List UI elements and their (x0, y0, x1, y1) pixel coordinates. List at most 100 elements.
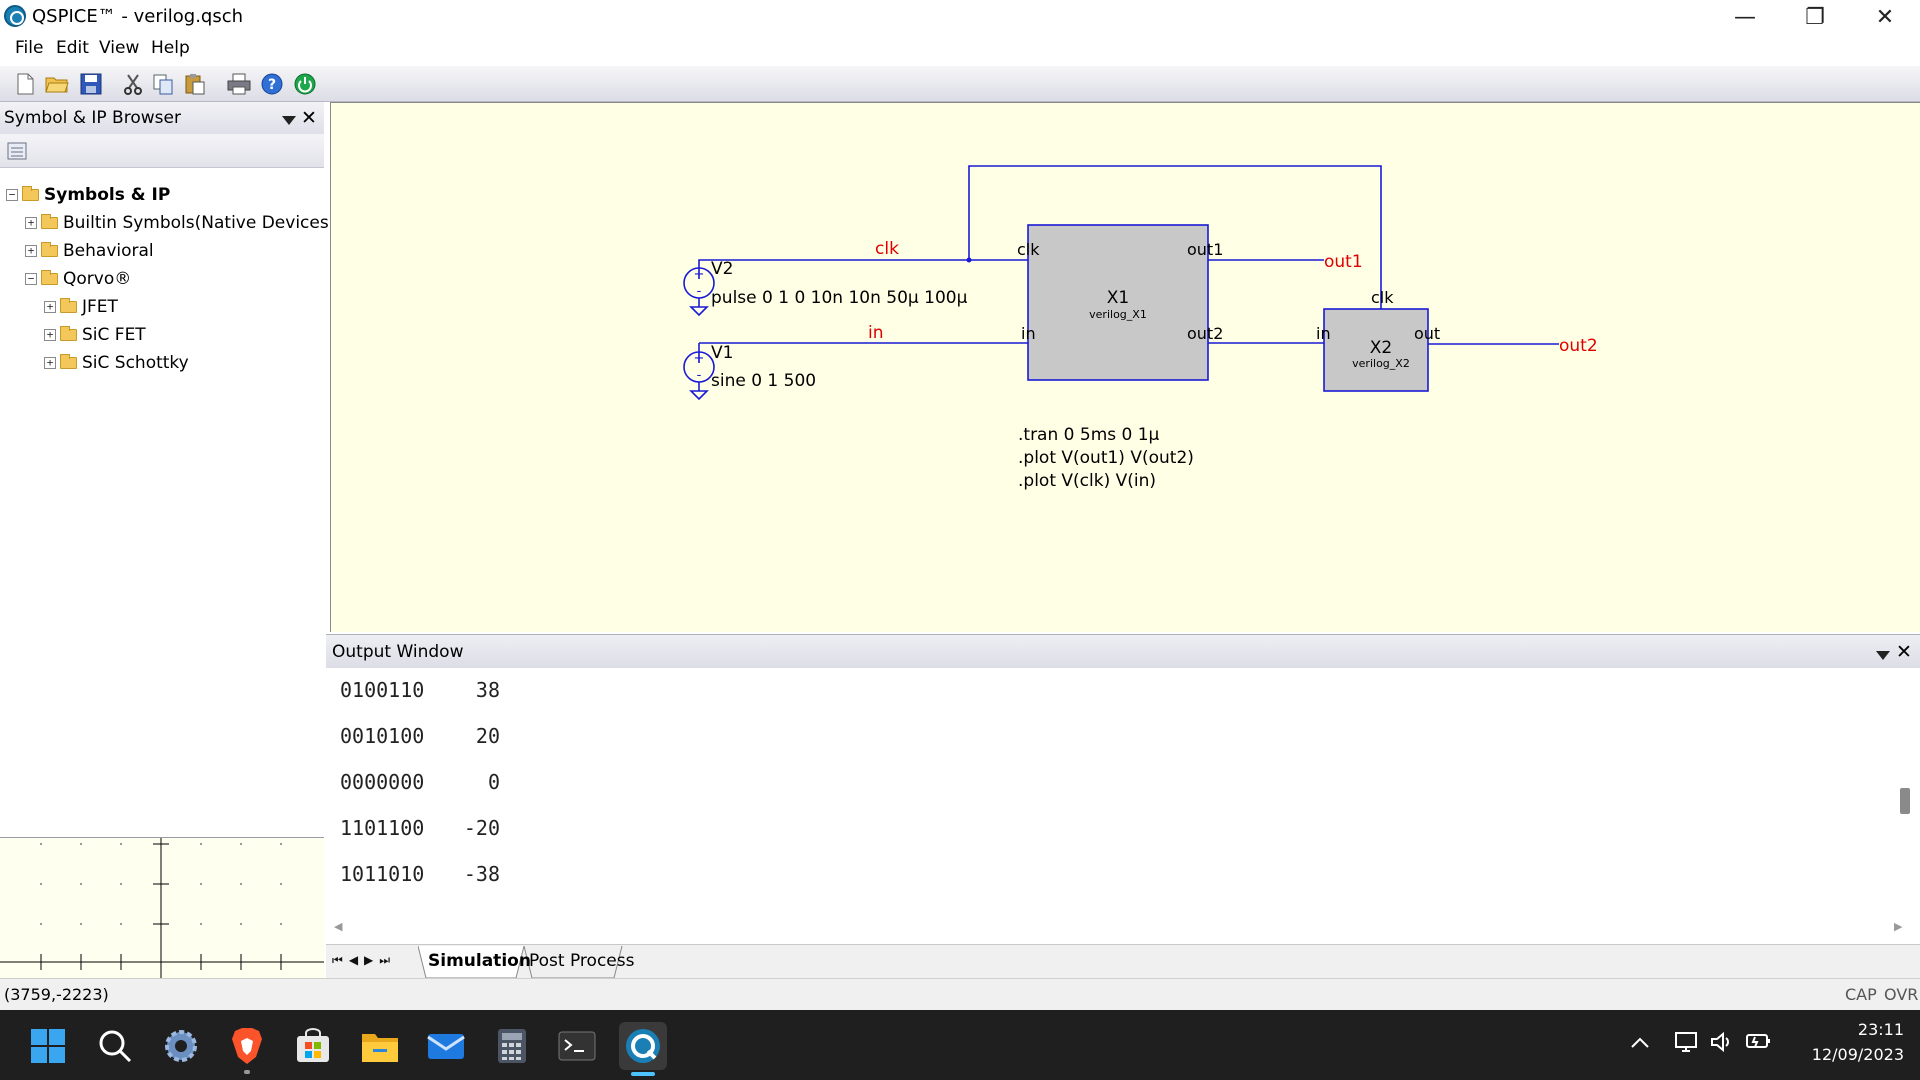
tree-item-qorvo[interactable]: − Qorvo® (25, 267, 131, 291)
next-tab-icon[interactable]: ▶ (364, 953, 380, 967)
last-tab-icon[interactable]: ⏭ (379, 953, 397, 967)
tree-item-label: Behavioral (63, 241, 154, 261)
tab-shapes (418, 945, 623, 979)
expand-icon[interactable]: + (44, 329, 56, 341)
folder-icon (41, 270, 58, 285)
brave-browser-icon[interactable] (223, 1022, 271, 1070)
run-icon[interactable] (292, 71, 318, 97)
v2-name-label[interactable]: V2 (711, 259, 733, 279)
browser-list-icon[interactable] (6, 140, 30, 167)
net-label-out1[interactable]: out1 (1324, 252, 1363, 272)
tree-item-behavioral[interactable]: + Behavioral (25, 239, 154, 263)
tree-item-builtin-symbols[interactable]: + Builtin Symbols(Native Devices) (25, 211, 335, 235)
x2-pin-clk: clk (1371, 288, 1394, 307)
save-icon[interactable] (78, 71, 104, 97)
tree-item-sic-schottky[interactable]: + SiC Schottky (44, 351, 189, 375)
clock-time[interactable]: 23:11 (1857, 1020, 1904, 1039)
net-label-clk[interactable]: clk (875, 239, 899, 259)
collapse-icon[interactable]: − (25, 273, 37, 285)
search-icon[interactable] (91, 1022, 139, 1070)
menu-help[interactable]: Help (151, 38, 190, 58)
voltage-source-v1-icon[interactable]: + - (683, 351, 715, 401)
settings-icon[interactable] (157, 1022, 205, 1070)
voltage-source-v2-icon[interactable]: + - (683, 267, 715, 317)
help-icon[interactable]: ? (259, 71, 285, 97)
expand-icon[interactable]: + (44, 357, 56, 369)
open-folder-icon[interactable] (44, 71, 70, 97)
output-vertical-scrollbar-thumb[interactable] (1900, 788, 1910, 814)
clock-date[interactable]: 12/09/2023 (1811, 1045, 1904, 1064)
tree-item-symbols-ip[interactable]: − Symbols & IP (6, 183, 170, 207)
window-title: QSPICE™ - verilog.qsch (32, 6, 244, 27)
close-button[interactable]: ✕ (1875, 4, 1895, 30)
volume-icon[interactable] (1710, 1031, 1734, 1058)
cursor-coordinates: (3759,-2223) (4, 985, 109, 1004)
v2-value-label[interactable]: pulse 0 1 0 10n 10n 50µ 100µ (711, 288, 968, 308)
expand-icon[interactable]: + (25, 245, 37, 257)
title-bar: QSPICE™ - verilog.qsch — ❐ ✕ (0, 0, 1920, 34)
overwrite-indicator: OVR (1884, 985, 1919, 1004)
directive-tran[interactable]: .tran 0 5ms 0 1µ (1018, 425, 1160, 445)
x1-pin-out1: out1 (1187, 240, 1223, 259)
tree-item-label: Qorvo® (63, 269, 132, 289)
file-explorer-icon[interactable] (356, 1022, 404, 1070)
v1-value-label[interactable]: sine 0 1 500 (711, 371, 816, 391)
wires (698, 165, 1559, 363)
expand-icon[interactable]: + (25, 217, 37, 229)
menu-file[interactable]: File (15, 38, 44, 58)
tree-item-sic-fet[interactable]: + SiC FET (44, 323, 146, 347)
network-icon[interactable] (1674, 1030, 1700, 1059)
microsoft-store-icon[interactable] (289, 1022, 337, 1070)
tab-post-process[interactable]: Post Process (529, 951, 635, 971)
menu-view[interactable]: View (99, 38, 140, 58)
panel-close-icon[interactable]: ✕ (301, 107, 317, 129)
symbol-browser-panel: Symbol & IP Browser ✕ − Symbols & IP + B… (0, 102, 335, 1078)
calculator-icon[interactable] (488, 1022, 536, 1070)
net-label-in[interactable]: in (868, 323, 884, 343)
windows-start-icon[interactable] (24, 1022, 72, 1070)
cut-icon[interactable] (120, 71, 146, 97)
panel-menu-chevron-icon[interactable] (282, 111, 296, 131)
output-menu-chevron-icon[interactable] (1876, 646, 1890, 666)
copy-icon[interactable] (150, 71, 176, 97)
first-tab-icon[interactable]: ⏮ (332, 953, 349, 967)
scroll-left-icon[interactable]: ◀ (334, 920, 343, 933)
scroll-right-icon[interactable]: ▶ (1894, 920, 1903, 933)
mail-icon[interactable] (422, 1022, 470, 1070)
output-line: 1101100-20 (340, 816, 500, 840)
qspice-active-indicator (631, 1072, 655, 1076)
v1-name-label[interactable]: V1 (711, 343, 733, 363)
output-horizontal-scrollbar[interactable]: ◀ ▶ (332, 918, 1912, 936)
tab-nav-icons[interactable]: ⏮◀▶⏭ (332, 953, 396, 968)
menu-edit[interactable]: Edit (56, 38, 89, 58)
x2-block[interactable] (1323, 308, 1429, 392)
print-icon[interactable] (226, 71, 252, 97)
wire-clk (698, 259, 1028, 261)
symbol-tree: − Symbols & IP + Builtin Symbols(Native … (0, 168, 335, 838)
schematic-canvas[interactable]: + - + - clk in out1 out2 V2 pulse 0 1 0 … (330, 102, 1920, 632)
paste-icon[interactable] (182, 71, 208, 97)
net-label-out2[interactable]: out2 (1559, 336, 1598, 356)
x1-name: X1 (1107, 288, 1129, 308)
prev-tab-icon[interactable]: ◀ (348, 953, 365, 967)
tab-simulation[interactable]: Simulation (428, 951, 531, 971)
taskbar: 23:11 12/09/2023 (0, 1010, 1920, 1080)
directive-plot-clk-in[interactable]: .plot V(clk) V(in) (1018, 471, 1156, 491)
new-file-icon[interactable] (12, 71, 38, 97)
output-close-icon[interactable]: ✕ (1896, 641, 1912, 663)
expand-icon[interactable]: + (44, 301, 56, 313)
restore-button[interactable]: ❐ (1805, 4, 1825, 30)
qspice-icon[interactable] (619, 1022, 667, 1070)
collapse-icon[interactable]: − (6, 189, 18, 201)
terminal-icon[interactable] (553, 1022, 601, 1070)
battery-icon[interactable] (1745, 1031, 1773, 1056)
directive-plot-out[interactable]: .plot V(out1) V(out2) (1018, 448, 1194, 468)
x1-block[interactable] (1027, 224, 1209, 381)
tray-overflow-chevron-icon[interactable] (1630, 1030, 1650, 1054)
minimize-button[interactable]: — (1734, 4, 1756, 30)
tree-item-jfet[interactable]: + JFET (44, 295, 118, 319)
